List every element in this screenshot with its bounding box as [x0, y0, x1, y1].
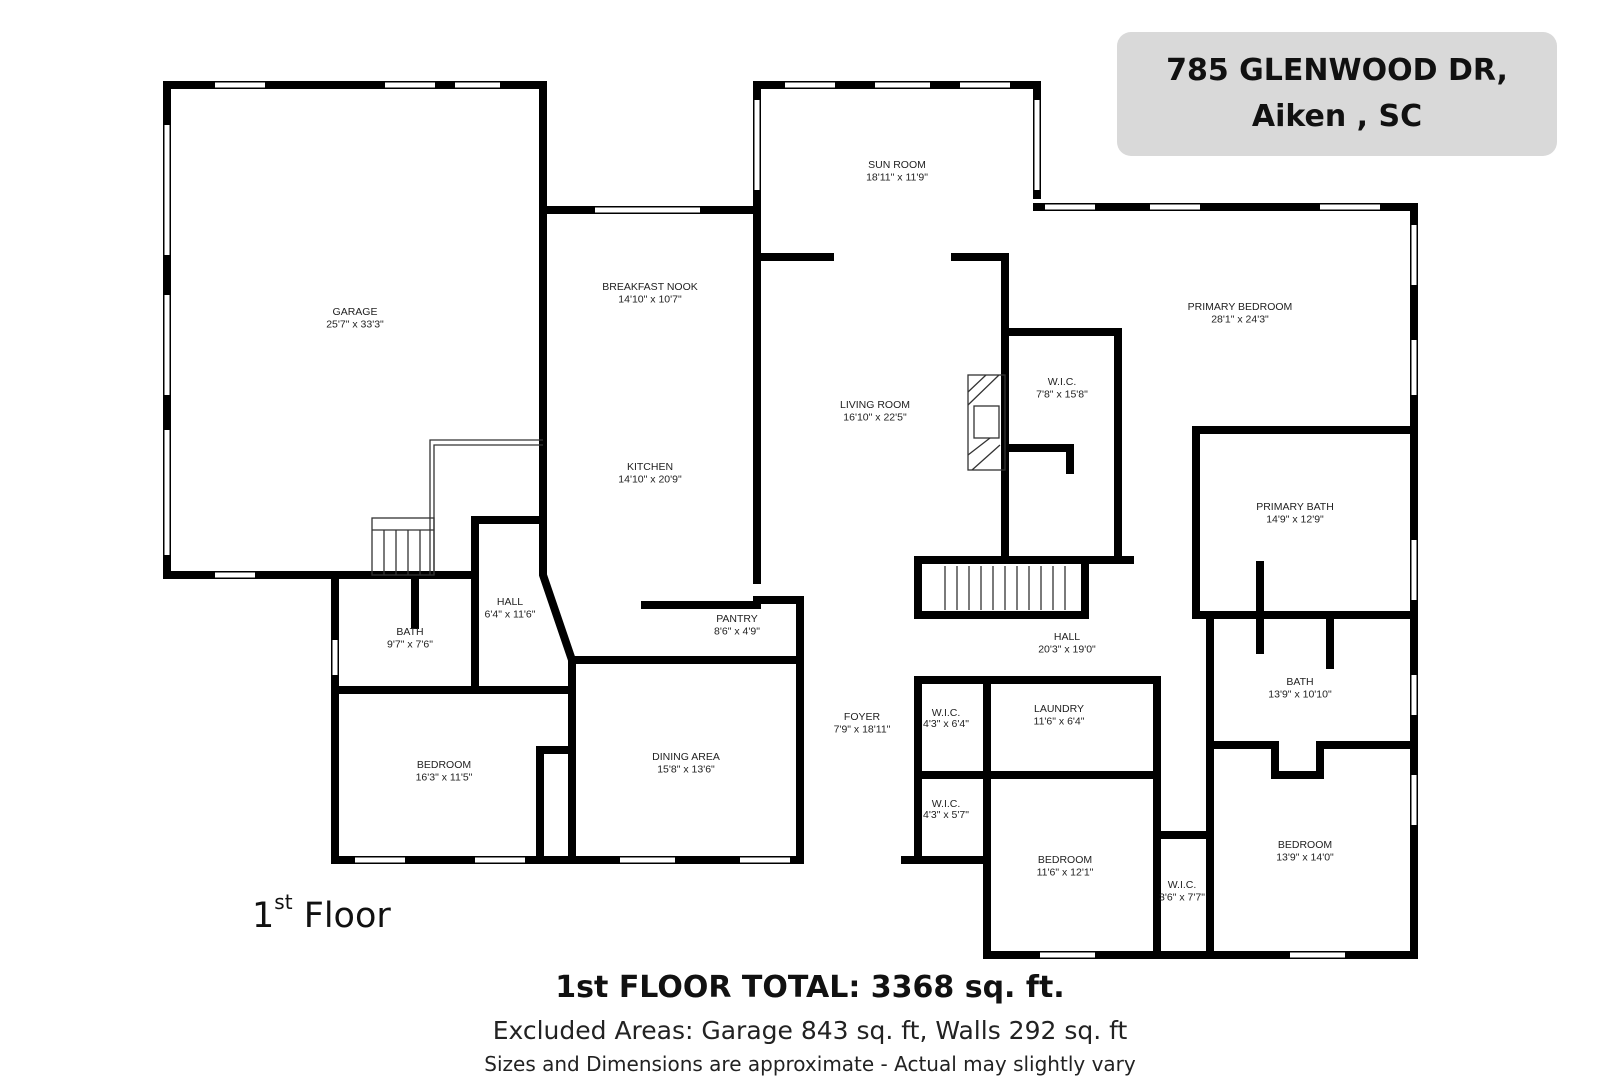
- room-name-sun-room: SUN ROOM: [868, 159, 926, 171]
- room-name-primary-bath: PRIMARY BATH: [1256, 501, 1334, 513]
- room-dims-living-room: 16'10" x 22'5": [843, 412, 907, 424]
- address-line-2: Aiken , SC: [1251, 99, 1423, 134]
- room-dims-wic-bedroom: 3'6" x 7'7": [1159, 892, 1205, 904]
- room-dims-garage: 25'7" x 33'3": [326, 319, 384, 331]
- room-name-kitchen: KITCHEN: [627, 461, 673, 473]
- room-name-primary-bedroom: PRIMARY BEDROOM: [1188, 301, 1293, 313]
- room-dims-wic-primary: 7'8" x 15'8": [1036, 389, 1088, 401]
- room-name-breakfast-nook: BREAKFAST NOOK: [602, 281, 698, 293]
- room-name-hall-east: HALL: [1054, 631, 1080, 643]
- room-name-hall-west: HALL: [497, 596, 523, 608]
- room-dims-bedroom-west: 16'3" x 11'5": [416, 772, 473, 784]
- excluded-areas: Excluded Areas: Garage 843 sq. ft, Walls…: [492, 1016, 1128, 1045]
- floor-ordinal: st: [274, 890, 293, 914]
- room-dims-pantry: 8'6" x 4'9": [714, 626, 760, 638]
- room-dims-bedroom-east: 13'9" x 14'0": [1276, 852, 1334, 864]
- address-box: 785 GLENWOOD DR, Aiken , SC: [1117, 32, 1557, 156]
- room-name-wic-foyer: W.I.C.: [932, 707, 961, 719]
- room-dims-foyer: 7'9" x 18'11": [834, 724, 891, 736]
- room-dims-wic-small: 4'3" x 5'7": [923, 809, 969, 821]
- room-name-wic-bedroom: W.I.C.: [1168, 879, 1197, 891]
- room-dims-breakfast-nook: 14'10" x 10'7": [618, 294, 682, 306]
- room-name-pantry: PANTRY: [716, 613, 758, 625]
- stairs-east: [944, 566, 1066, 610]
- floor-total: 1st FLOOR TOTAL: 3368 sq. ft.: [555, 970, 1065, 1005]
- room-dims-bath-west: 9'7" x 7'6": [387, 639, 433, 651]
- room-dims-laundry: 11'6" x 6'4": [1034, 716, 1085, 728]
- room-dims-hall-east: 20'3" x 19'0": [1038, 644, 1096, 656]
- room-name-bedroom-east: BEDROOM: [1278, 839, 1332, 851]
- floor-number: 1: [252, 896, 275, 936]
- room-dims-primary-bath: 14'9" x 12'9": [1266, 514, 1324, 526]
- floor-word: Floor: [303, 896, 391, 936]
- room-dims-bath-east: 13'9" x 10'10": [1268, 689, 1332, 701]
- room-dims-wic-foyer: 4'3" x 6'4": [923, 718, 969, 730]
- room-name-dining-area: DINING AREA: [652, 751, 720, 763]
- room-name-wic-primary: W.I.C.: [1048, 376, 1077, 388]
- windows: [164, 82, 1417, 958]
- room-name-bedroom-middle: BEDROOM: [1038, 854, 1092, 866]
- floor-label: 1st Floor: [252, 890, 391, 936]
- room-name-garage: GARAGE: [333, 306, 378, 318]
- room-dims-primary-bedroom: 28'1" x 24'3": [1211, 314, 1269, 326]
- walls: [163, 81, 1418, 959]
- room-dims-sun-room: 18'11" x 11'9": [866, 172, 928, 184]
- room-name-bath-west: BATH: [396, 626, 423, 638]
- room-name-wic-small: W.I.C.: [932, 798, 961, 810]
- room-name-bedroom-west: BEDROOM: [417, 759, 471, 771]
- room-name-bath-east: BATH: [1286, 676, 1313, 688]
- fireplace: [967, 374, 1006, 471]
- room-dims-hall-west: 6'4" x 11'6": [485, 609, 536, 621]
- room-name-living-room: LIVING ROOM: [840, 399, 910, 411]
- room-name-foyer: FOYER: [844, 711, 881, 723]
- room-dims-dining-area: 15'8" x 13'6": [657, 764, 715, 776]
- stairs-west: [371, 439, 543, 576]
- address-line-1: 785 GLENWOOD DR,: [1166, 53, 1508, 88]
- room-name-laundry: LAUNDRY: [1034, 703, 1084, 715]
- approximate-note: Sizes and Dimensions are approximate - A…: [484, 1052, 1136, 1076]
- room-dims-kitchen: 14'10" x 20'9": [618, 474, 682, 486]
- room-dims-bedroom-middle: 11'6" x 12'1": [1037, 867, 1094, 879]
